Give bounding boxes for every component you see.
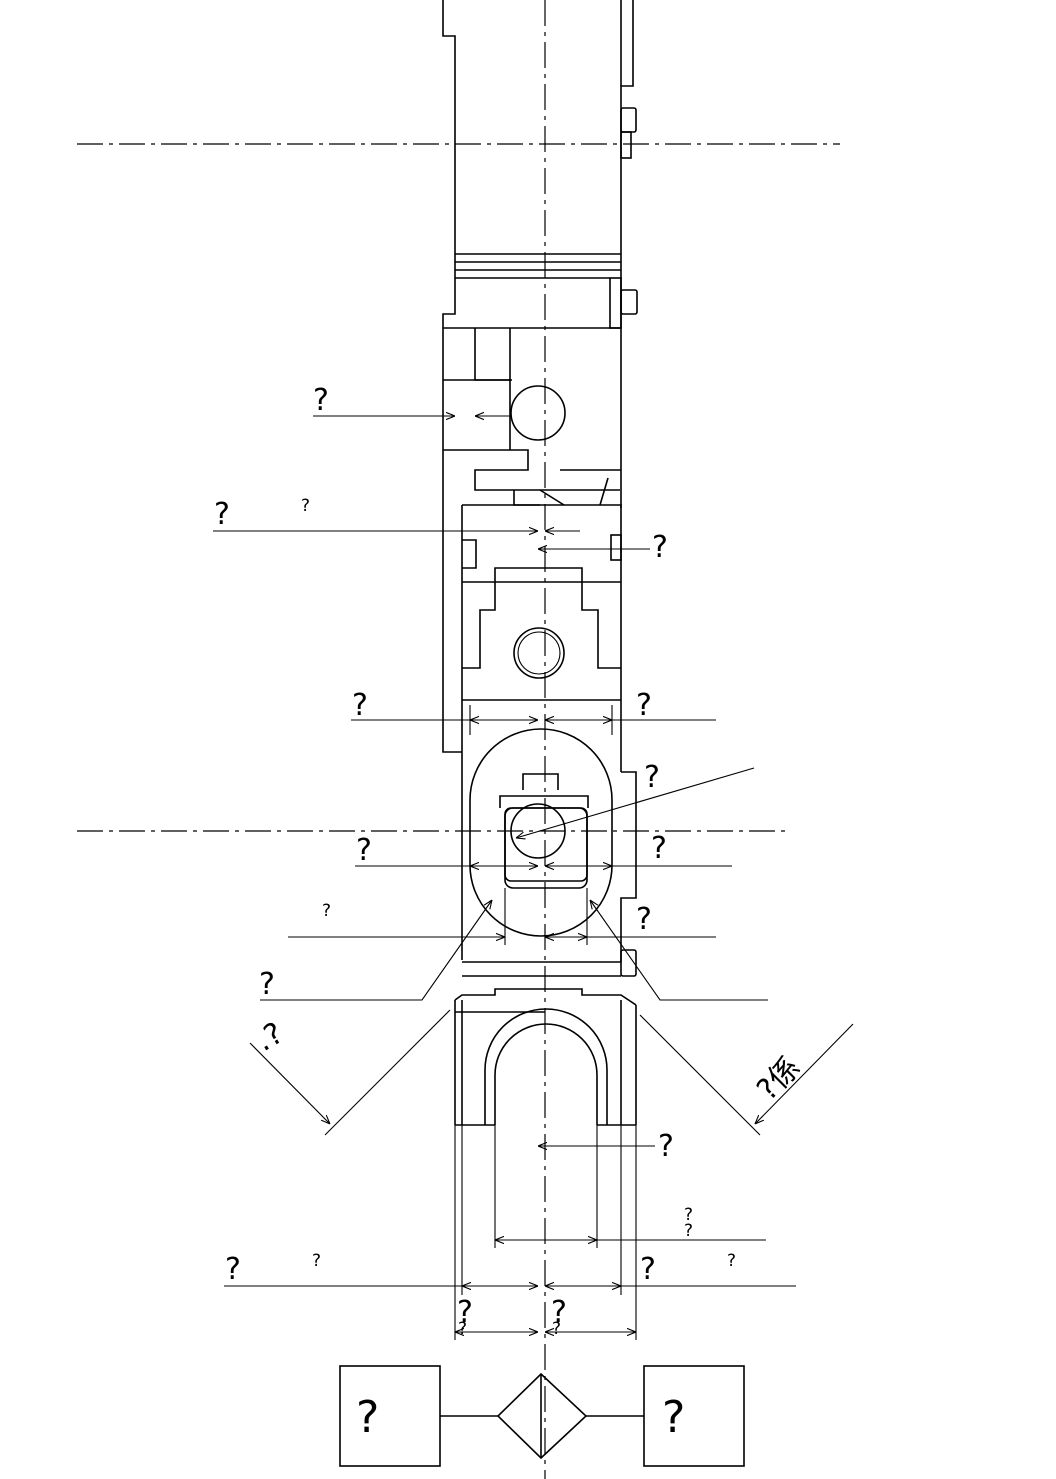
box-left-label: ? [356,1392,379,1443]
lower-housing [462,728,637,977]
label-12: ? [259,967,275,1002]
labels: ? ? ? ? ? ? ? ? ? ? ? ? ? ? .? ?係 ? ? ? … [214,383,807,1339]
label-20: ? [640,1252,656,1287]
center-lines [77,0,840,1479]
diamond-symbol [496,1372,588,1460]
label-23: ? [551,1295,567,1330]
bottom-symbol: ? ? [339,1365,745,1467]
label-5: ? [352,688,368,723]
label-16: ?係 [750,1050,807,1107]
label-2: ? [214,497,230,532]
box-right-label: ? [662,1392,685,1443]
label-9: ? [651,831,667,866]
label-18: ? [225,1252,241,1287]
label-7: ? [644,760,660,795]
label-17: ? [684,1221,693,1241]
extension-lines [454,705,637,1340]
right-box [643,1365,745,1467]
label-19: ? [312,1251,321,1271]
left-box [339,1365,441,1467]
label-14: ? [684,1205,693,1225]
label-15: .? [250,1016,290,1059]
label-21: ? [727,1251,736,1271]
label-10: ? [322,901,331,921]
label-4: ? [652,530,668,565]
upper-body-block [442,270,638,753]
label-1: ? [313,383,329,418]
label-24: ? [458,1319,467,1339]
lower-jaw [454,988,637,1126]
dimension-lines [213,416,854,1332]
label-8: ? [356,833,372,868]
label-13: ? [658,1129,674,1164]
label-22: ? [457,1295,473,1330]
label-25: ? [552,1319,561,1339]
label-11: ? [636,902,652,937]
label-6: ? [636,688,652,723]
top-column [442,0,637,271]
label-3: ? [301,496,310,516]
middle-slider-block [461,504,622,960]
